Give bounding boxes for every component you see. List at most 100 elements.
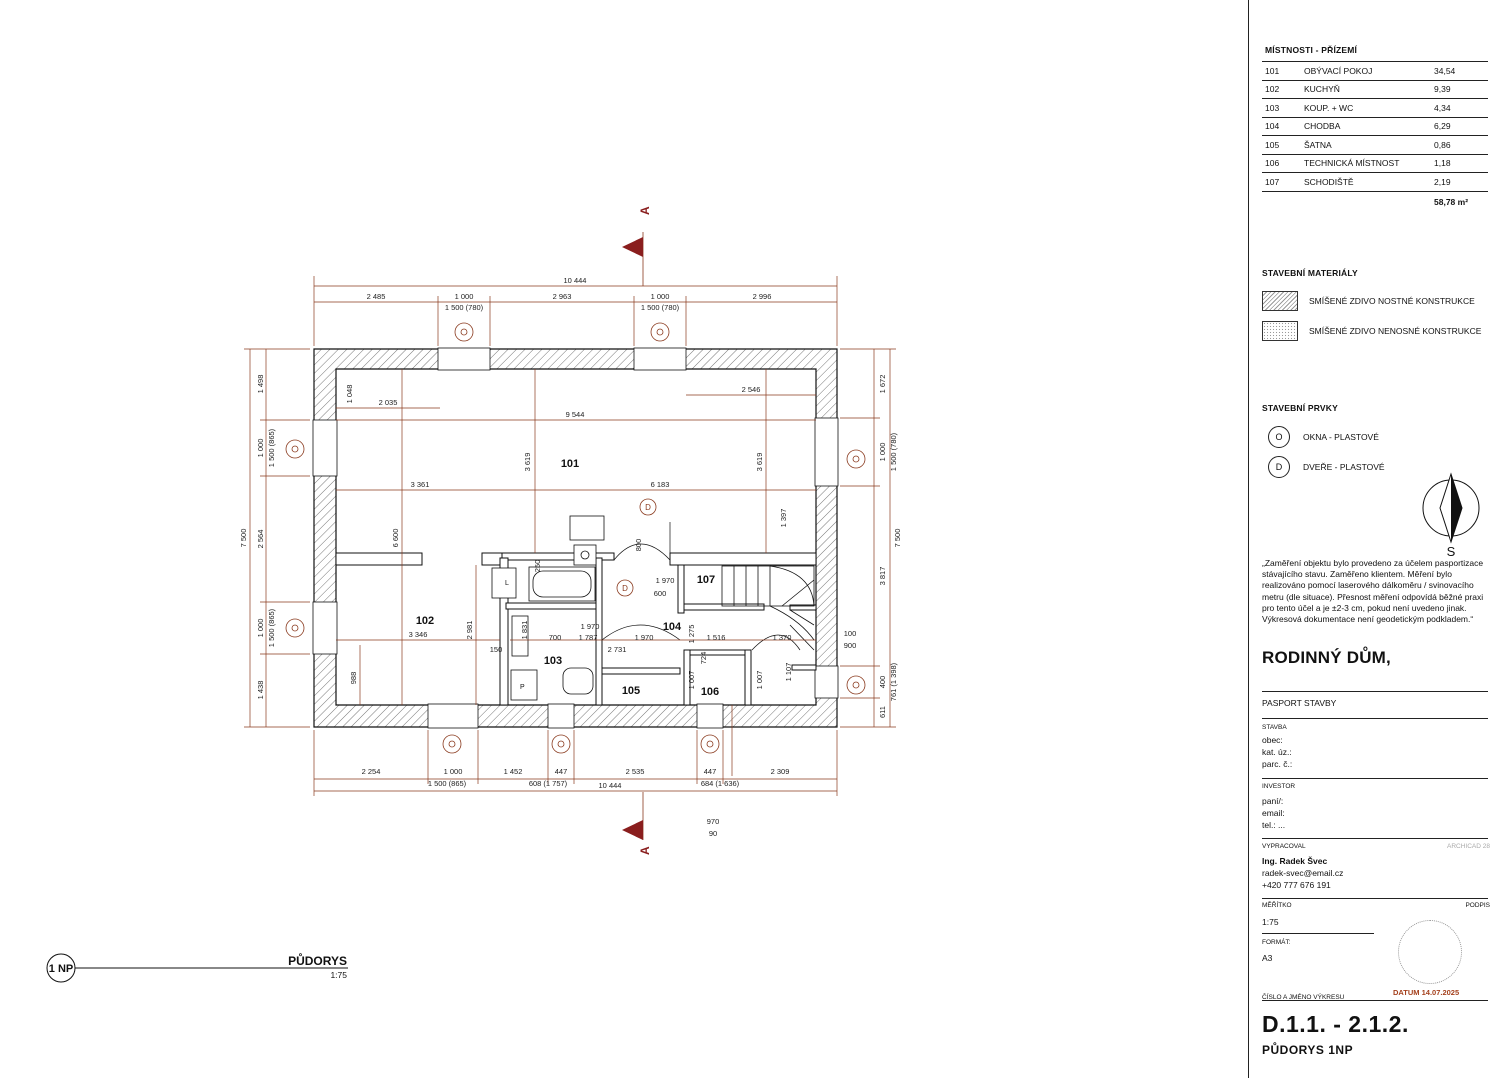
panel-divider [1248, 0, 1249, 1078]
window-bottom-2 [547, 703, 575, 729]
room-no: 101 [1262, 61, 1301, 80]
scale-value: 1:75 [1262, 917, 1279, 927]
interior-dim: 3 361 [411, 480, 430, 489]
date-label: DATUM 14.07.2025 [1393, 988, 1460, 997]
drawn-label: VYPRACOVAL [1262, 843, 1306, 850]
interior-dim: 988 [349, 672, 358, 685]
room-table-title: MÍSTNOSTI - PŘÍZEMÍ [1265, 45, 1358, 55]
interior-dim: 1 007 [687, 671, 696, 690]
dim-left: 1 438 [256, 681, 265, 700]
sheet-number: D.1.1. - 2.1.2. [1262, 1011, 1409, 1037]
dim-right: 1 672 [878, 375, 887, 394]
interior-dim: 970 [707, 817, 720, 826]
interior-dim: 2 981 [465, 621, 474, 640]
interior-dim: 724 [699, 652, 708, 665]
interior-dim: 800 [634, 539, 643, 552]
divider [1262, 778, 1488, 779]
room-area: 2,19 [1431, 172, 1488, 192]
project-title: RODINNÝ DŮM, [1262, 648, 1391, 667]
bathroom-fixtures [491, 515, 605, 701]
dim-bottom: 2 535 [626, 767, 645, 776]
dim-top: 1 000 [455, 292, 474, 301]
section-mark-label: A [638, 206, 652, 215]
material-label: SMÍŠENÉ ZDIVO NOSTNÉ KONSTRUKCE [1309, 296, 1475, 306]
dim-bottom: 2 309 [771, 767, 790, 776]
window-right-2 [814, 665, 839, 699]
dim-top: 2 996 [753, 292, 772, 301]
interior-dim: 6 183 [651, 480, 670, 489]
elements-title: STAVEBNÍ PRVKY [1262, 403, 1339, 413]
room-name: CHODBA [1301, 116, 1431, 136]
window-top-1 [437, 347, 491, 371]
dim-bottom: 2 254 [362, 767, 381, 776]
dim-left: 1 000 [256, 619, 265, 638]
dim-bottom: 447 [704, 767, 717, 776]
dim-bottom2: 608 (1 757) [529, 779, 568, 788]
sheet-name: PŮDORYS 1NP [1262, 1043, 1354, 1057]
room-area: 4,34 [1431, 98, 1488, 117]
room-label-101: 101 [561, 458, 579, 470]
room-no: 103 [1262, 98, 1301, 117]
interior-dim: 1 370 [773, 633, 792, 642]
door-swings [601, 522, 801, 651]
dim-top: 1 000 [651, 292, 670, 301]
interior-dim: 150 [490, 645, 503, 654]
hatch-swatch [1262, 291, 1298, 311]
format-value: A3 [1262, 953, 1273, 963]
room-name: TECHNICKÁ MÍSTNOST [1301, 153, 1431, 173]
door-marker-label: D [622, 584, 628, 593]
format-label: FORMÁT: [1262, 939, 1291, 946]
interior-dim: 1 048 [345, 385, 354, 404]
room-no: 104 [1262, 116, 1301, 136]
interior-dim: 1 275 [687, 625, 696, 644]
dim-top-window: 1 500 (780) [641, 303, 680, 312]
stavba-line: kat. úz.: [1262, 747, 1292, 757]
floor-plan: D D A A 101 102 103 104 105 106 107 P L … [46, 206, 902, 983]
author-email: radek-svec@email.cz [1262, 868, 1344, 878]
room-name: OBÝVACÍ POKOJ [1301, 61, 1431, 80]
stavba-line: obec: [1262, 735, 1283, 745]
north-arrow: S [1422, 472, 1480, 559]
floor-label: 1 NP [49, 963, 73, 975]
dim-bottom: 1 000 [444, 767, 463, 776]
room-no: 102 [1262, 79, 1301, 99]
door-markers: D D [616, 498, 657, 597]
interior-dim: 1 107 [784, 663, 793, 682]
entrance-door [696, 703, 724, 729]
divider [1262, 718, 1488, 719]
interior-dim: 2 731 [608, 645, 627, 654]
interior-dim: 1 831 [520, 621, 529, 640]
interior-walls [335, 552, 817, 706]
room-area: 0,86 [1431, 135, 1488, 154]
room-name: ŠATNA [1301, 135, 1431, 154]
dim-right-window: 1 500 (780) [889, 432, 898, 471]
interior-dim: 1 007 [755, 671, 764, 690]
software-label: ARCHICAD 28 [1447, 843, 1490, 850]
investor-label: INVESTOR [1262, 783, 1296, 790]
author-name: Ing. Radek Švec [1262, 856, 1328, 866]
dim-left: 1 498 [256, 375, 265, 394]
room-name: SCHODIŠTĚ [1301, 172, 1431, 192]
staircase [721, 565, 815, 651]
element-item: O OKNA - PLASTOVÉ [1262, 426, 1379, 448]
investor-line: paní/: [1262, 796, 1284, 806]
divider [1262, 838, 1488, 839]
door-symbol: D [1268, 456, 1290, 478]
room-name: KUCHYŇ [1301, 79, 1431, 99]
interior-dim: 2 035 [379, 398, 398, 407]
dim-right-window: 761 (1 398) [889, 662, 898, 701]
material-item: SMÍŠENÉ ZDIVO NENOSNÉ KONSTRUKCE [1262, 321, 1481, 341]
element-label: OKNA - PLASTOVÉ [1303, 432, 1379, 442]
dim-right: 400 [878, 676, 887, 689]
section-mark-label: A [638, 846, 652, 855]
fixture-label: L [505, 580, 509, 587]
room-label-105: 105 [622, 685, 640, 697]
room-no: 105 [1262, 135, 1301, 154]
